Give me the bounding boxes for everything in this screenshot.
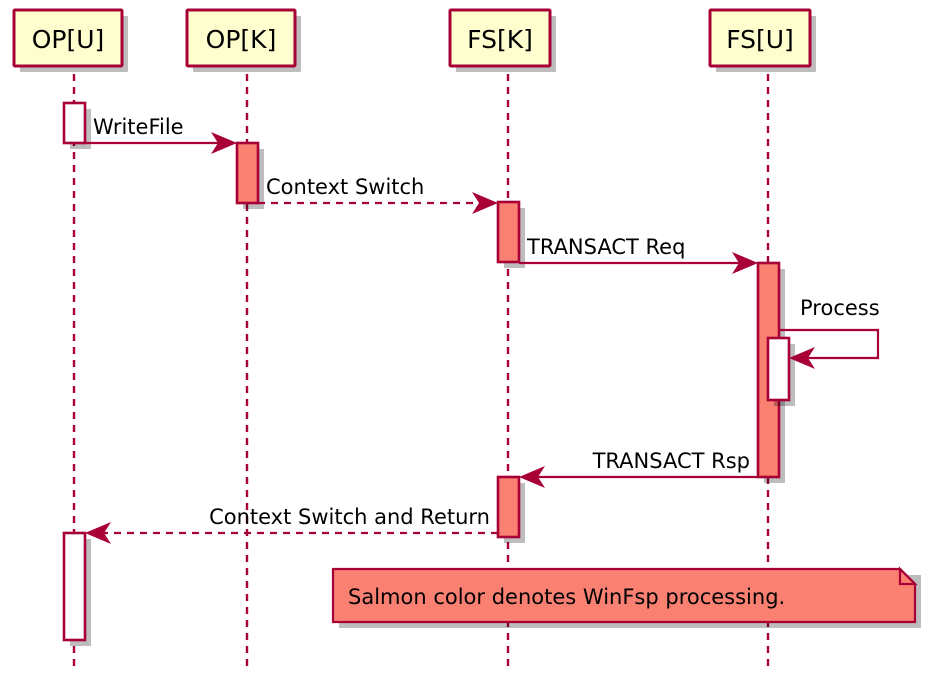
participant-box-fs-k[interactable] [448, 8, 552, 68]
activation-op-u-top [62, 101, 91, 149]
activation-fs-u-nested [766, 336, 795, 406]
participant-fs-k[interactable]: FS[K] [448, 8, 556, 72]
message-label-transact-rsp: TRANSACT Rsp [592, 449, 750, 473]
activation-fs-k-second [496, 475, 525, 543]
participant-box-fs-u[interactable] [708, 8, 812, 68]
message-context-switch[interactable]: Context Switch [258, 175, 498, 214]
note-box[interactable] [331, 567, 917, 624]
activation-bar-fs-k-request [496, 200, 521, 264]
activation-op-k [235, 141, 264, 209]
participant-op-k[interactable]: OP[K] [185, 8, 301, 72]
message-label-context-switch-return: Context Switch and Return [209, 505, 490, 529]
arrowhead-transact-rsp [519, 466, 545, 488]
arrowhead-context-switch-return [85, 522, 111, 544]
message-line-process [779, 328, 880, 360]
participant-label-fs-u: FS[U] [726, 25, 794, 54]
activation-fs-k-first [496, 200, 525, 268]
note-salmon-legend[interactable]: Salmon color denotes WinFsp processing. [331, 566, 921, 628]
participant-label-op-u: OP[U] [32, 25, 105, 54]
activation-bar-op-u-write [62, 101, 87, 145]
activation-bar-fs-k-response [496, 475, 521, 539]
message-process[interactable]: Process [779, 296, 880, 369]
arrowhead-transact-req [732, 252, 758, 274]
note-fold-corner [898, 566, 918, 586]
participant-label-fs-k: FS[K] [467, 25, 533, 54]
message-label-write-file: WriteFile [93, 115, 184, 139]
participant-fs-u[interactable]: FS[U] [708, 8, 816, 72]
message-write-file[interactable]: WriteFile [85, 115, 237, 154]
arrowhead-write-file [211, 132, 237, 154]
message-label-context-switch: Context Switch [266, 175, 424, 199]
activation-bar-fs-u-process [766, 336, 791, 402]
message-transact-rsp[interactable]: TRANSACT Rsp [519, 449, 758, 488]
participant-label-op-k: OP[K] [206, 25, 277, 54]
activation-op-u-bottom [62, 531, 91, 646]
message-label-process: Process [800, 296, 880, 320]
note-text: Salmon color denotes WinFsp processing. [348, 585, 785, 609]
arrowhead-process [789, 347, 815, 369]
activation-bar-op-u-return [62, 531, 87, 642]
message-label-transact-req: TRANSACT Req [526, 235, 685, 259]
participant-box-op-u[interactable] [12, 8, 124, 68]
message-transact-req[interactable]: TRANSACT Req [519, 235, 758, 274]
participant-op-u[interactable]: OP[U] [12, 8, 128, 72]
arrowhead-context-switch [472, 192, 498, 214]
activation-bar-op-k [235, 141, 260, 205]
participant-box-op-k[interactable] [185, 8, 297, 68]
message-context-switch-return[interactable]: Context Switch and Return [85, 505, 498, 544]
